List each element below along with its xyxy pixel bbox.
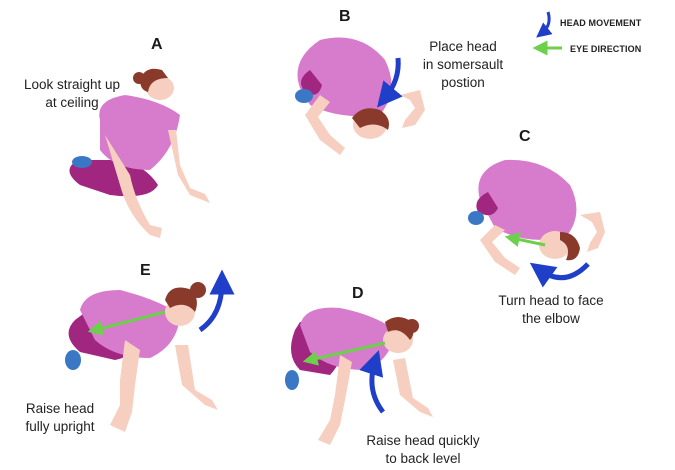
step-c-caption: Turn head to face the elbow [476, 292, 626, 328]
step-d-letter: D [352, 285, 364, 303]
step-a-caption-line-2: at ceiling [8, 94, 136, 112]
legend-head-movement-icon [542, 12, 549, 33]
step-d-caption: Raise head quickly to back level [348, 432, 498, 468]
step-e-caption-line-2: fully upright [8, 418, 112, 436]
step-b-letter: B [339, 8, 351, 26]
step-b-caption-line-2: in somersault [407, 56, 519, 74]
figure-d-head-movement-arrow [372, 362, 383, 412]
step-a-caption: Look straight up at ceiling [8, 76, 136, 112]
figure-b-woman-somersault [295, 38, 425, 156]
step-e-caption-line-1: Raise head [8, 400, 112, 418]
legend-eye-direction-label: EYE DIRECTION [570, 44, 641, 54]
step-e-caption: Raise head fully upright [8, 400, 112, 436]
step-b-caption-line-1: Place head [407, 38, 519, 56]
figure-d-woman-head-back-level [285, 308, 433, 445]
figure-c-woman-head-turned [468, 160, 605, 278]
step-d-caption-line-2: to back level [348, 450, 498, 468]
step-d-caption-line-1: Raise head quickly [348, 432, 498, 450]
legend-head-movement-label: HEAD MOVEMENT [560, 18, 641, 28]
step-b-caption: Place head in somersault postion [407, 38, 519, 92]
figure-c-head-movement-arrow [540, 264, 588, 278]
step-a-caption-line-1: Look straight up [8, 76, 136, 94]
step-c-caption-line-1: Turn head to face [476, 292, 626, 310]
step-a-letter: A [151, 36, 163, 54]
step-c-letter: C [519, 128, 531, 146]
step-c-caption-line-2: the elbow [476, 310, 626, 328]
step-b-caption-line-3: postion [407, 74, 519, 92]
step-e-letter: E [140, 262, 151, 280]
